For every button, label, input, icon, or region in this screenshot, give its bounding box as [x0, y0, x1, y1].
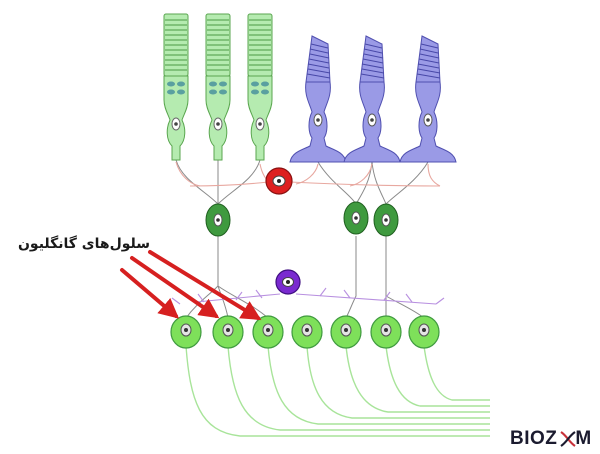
logo-text: BIOZ — [510, 428, 558, 449]
cone-cell — [343, 35, 401, 163]
logo-text-end: M — [575, 428, 592, 449]
ganglion-cell — [212, 315, 244, 349]
rod-cells — [163, 13, 273, 161]
rod-cell — [247, 13, 273, 161]
cone-cells — [289, 35, 457, 163]
amacrine-processes — [171, 287, 445, 305]
dna-icon — [560, 431, 576, 447]
biozoom-logo: BIOZ M — [510, 428, 592, 450]
bipolar-ganglion-connections — [185, 236, 425, 319]
bipolar-cell — [205, 203, 231, 237]
ganglion-cell — [330, 315, 362, 349]
rod-cell — [163, 13, 189, 161]
rod-cell — [205, 13, 231, 161]
bipolar-cell — [373, 203, 399, 237]
cone-cell — [289, 35, 347, 163]
ganglion-cell — [170, 315, 202, 349]
ganglion-cells — [170, 315, 440, 349]
bipolar-cells — [205, 201, 399, 237]
ganglion-cells-label: سلول‌های گانگلیون — [17, 236, 150, 252]
annotation-arrow — [120, 268, 180, 319]
ganglion-cell — [408, 315, 440, 349]
bipolar-cell — [343, 201, 369, 235]
annotation-arrow — [148, 250, 262, 321]
horizontal-cell-processes — [175, 161, 441, 187]
amacrine-cell — [275, 269, 301, 295]
ganglion-axons — [185, 345, 490, 437]
ganglion-cell — [291, 315, 323, 349]
ganglion-cell — [252, 315, 284, 349]
ganglion-cell — [370, 315, 402, 349]
horizontal-cell — [265, 167, 293, 195]
cone-cell — [399, 35, 457, 163]
annotation-arrows — [120, 250, 262, 321]
annotation-arrow — [130, 256, 220, 319]
